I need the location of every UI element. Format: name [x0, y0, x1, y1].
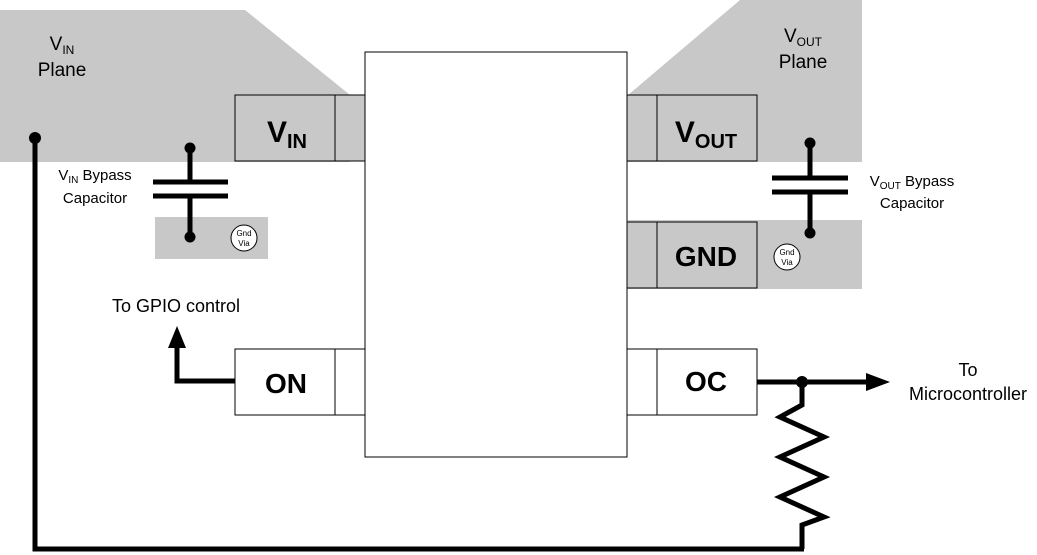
- svg-text:VIN: VIN: [267, 116, 307, 153]
- svg-text:VOUT: VOUT: [675, 116, 737, 153]
- gnd-via-left: Gnd Via: [230, 224, 258, 252]
- svg-text:Via: Via: [781, 258, 793, 267]
- mcu-label-1: To: [958, 360, 977, 380]
- pin-oc-label: OC: [685, 366, 727, 397]
- vout-cap-label-2: Capacitor: [880, 195, 944, 212]
- gpio-wire: [174, 345, 235, 384]
- vin-cap-label-2: Capacitor: [63, 190, 127, 207]
- pin-on-label: ON: [265, 368, 307, 399]
- vout-cap-label: VOUT Bypass: [870, 173, 954, 192]
- ic-body: [364, 51, 628, 458]
- gpio-label: To GPIO control: [112, 296, 240, 316]
- vout-plane-word: Plane: [779, 52, 828, 73]
- vin-plane-via: [29, 132, 41, 144]
- pullup-resistor: [773, 382, 831, 549]
- gpio-arrowhead: [168, 326, 186, 348]
- pin-on: ON: [234, 348, 366, 416]
- svg-text:Gnd: Gnd: [779, 248, 794, 257]
- vin-cap-label: VIN Bypass: [58, 167, 131, 186]
- svg-text:Gnd: Gnd: [236, 229, 251, 238]
- pin-gnd-label: GND: [675, 241, 737, 272]
- vin-bypass-capacitor: [153, 142, 228, 243]
- vout-plane-label: VOUT: [784, 26, 823, 49]
- pin-vin-sub: IN: [287, 131, 307, 153]
- pin-vout-sub: OUT: [695, 131, 737, 153]
- pin-vout-v: V: [675, 116, 695, 149]
- vin-plane-word: Plane: [38, 60, 87, 81]
- pin-vout: VOUT: [626, 94, 758, 162]
- pin-vin-v: V: [267, 116, 287, 149]
- mcu-arrowhead: [866, 373, 890, 391]
- mcu-label-2: Microcontroller: [909, 384, 1027, 404]
- pin-oc: OC: [626, 348, 758, 416]
- vin-plane-label: VIN: [50, 34, 75, 57]
- pin-vin: VIN: [234, 94, 366, 162]
- gnd-via-right: Gnd Via: [773, 243, 801, 271]
- pin-gnd: GND: [626, 221, 758, 289]
- svg-text:Via: Via: [238, 239, 250, 248]
- vout-bypass-capacitor: [772, 137, 848, 239]
- vin-return-trace: [32, 138, 804, 552]
